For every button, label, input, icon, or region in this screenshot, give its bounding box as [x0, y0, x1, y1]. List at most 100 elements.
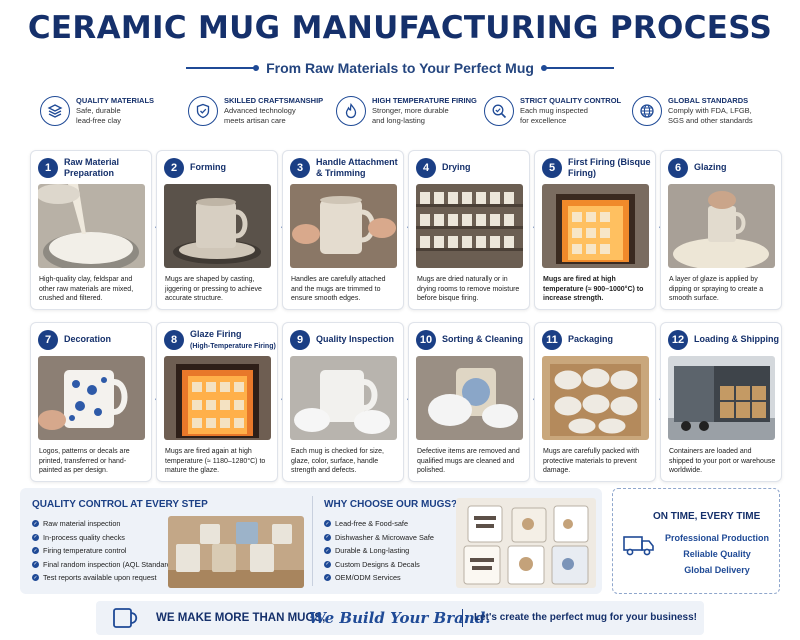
feature-desc: Each mug inspected	[520, 106, 588, 115]
check-icon: ✓	[32, 533, 39, 541]
step-card-7: 7 Decoration Logos, patterns or decals a…	[30, 322, 152, 482]
step-desc: Defective items are removed and qualifie…	[417, 448, 520, 474]
drying-image	[416, 184, 523, 268]
feature-desc: Safe, durable	[76, 106, 121, 115]
feature-desc: and long-lasting	[372, 116, 425, 125]
step-number: 1	[38, 158, 58, 178]
step-number: 3	[290, 158, 310, 178]
check-icon: ✓	[324, 520, 331, 528]
step-desc: Logos, patterns or decals are printed, t…	[39, 448, 130, 474]
magnifier-check-icon	[484, 96, 514, 126]
step-desc: A layer of glaze is applied by dipping o…	[669, 276, 764, 302]
delivery-truck-icon	[623, 533, 655, 562]
step-card-2: 2 Forming Mugs are shaped by casting, ji…	[156, 150, 278, 310]
banner-script-tagline: We Build Your Brand.	[309, 609, 491, 627]
check-icon: ✓	[32, 520, 39, 528]
step-number: 9	[290, 330, 310, 350]
packaging-image	[542, 356, 649, 440]
list-item-label: Dishwasher & Microwave Safe	[335, 532, 434, 542]
list-item: ✓ Dishwasher & Microwave Safe	[324, 531, 434, 545]
step-number: 11	[542, 330, 562, 350]
step-card-4: 4 Drying Mugs are dried naturally or in …	[408, 150, 530, 310]
list-item: ✓Final random inspection (AQL Standard)	[32, 558, 173, 572]
step-card-3: 3 Handle Attachment & Trimming Handles a…	[282, 150, 404, 310]
quality-control-list: ✓ Raw material inspection ✓ In-process qua…	[32, 517, 173, 585]
step-desc: Containers are loaded and shipped to you…	[669, 448, 776, 474]
step-desc: High-quality clay, feldspar and other ra…	[39, 276, 134, 302]
banner-call-to-action: Let's create the perfect mug for your bu…	[474, 612, 697, 623]
list-item-label: Durable & Long-lasting	[335, 546, 410, 556]
step-number: 12	[668, 330, 688, 350]
check-icon: ✓	[32, 560, 39, 568]
sorting-cleaning-image	[416, 356, 523, 440]
step-card-9: 9 Quality Inspection Each mug is checked…	[282, 322, 404, 482]
feature-title: GLOBAL STANDARDS	[668, 96, 749, 105]
quality-control-heading: QUALITY CONTROL AT EVERY STEP	[32, 499, 208, 510]
step-card-12: 12 Loading & Shipping Containers are loa…	[660, 322, 782, 482]
glaze-firing-kiln-image	[164, 356, 271, 440]
page-title: CERAMIC MUG MANUFACTURING PROCESS	[27, 10, 773, 46]
list-item: ✓Firing temperature control	[32, 544, 173, 558]
step-number: 6	[668, 158, 688, 178]
list-item-label: Custom Designs & Decals	[335, 559, 420, 569]
step-title: Glaze Firing	[190, 329, 242, 339]
step-number: 2	[164, 158, 184, 178]
quality-inspection-image	[290, 356, 397, 440]
banner-tagline: WE MAKE MORE THAN MUGS,	[156, 612, 326, 624]
globe-icon	[632, 96, 662, 126]
forming-image	[164, 184, 271, 268]
on-time-heading: ON TIME, EVERY TIME	[653, 511, 761, 522]
step-desc: Mugs are shaped by casting, jiggering or…	[165, 276, 262, 302]
step-title: Quality Inspection	[316, 334, 395, 344]
feature-desc: Advanced technology	[224, 106, 296, 115]
list-item: ✓ In-process quality checks	[32, 531, 173, 545]
step-title: Handle Attachment & Trimming	[316, 157, 398, 178]
step-title: Glazing	[694, 162, 727, 172]
step-number: 4	[416, 158, 436, 178]
panel-divider	[312, 496, 313, 586]
list-item-label: Raw material inspection	[43, 519, 121, 529]
decoration-image	[38, 356, 145, 440]
check-icon: ✓	[324, 533, 331, 541]
step-desc: Mugs are dried naturally or in drying ro…	[417, 276, 520, 302]
step-title: Forming	[190, 162, 226, 172]
list-item-label: Lead-free & Food-safe	[335, 519, 409, 529]
list-item-label: Test reports available upon request	[43, 573, 157, 583]
feature-desc: Comply with FDA, LFGB,	[668, 106, 752, 115]
step-title: First Firing (Bisque Firing)	[568, 157, 651, 178]
step-desc: Handles are carefully attached and the m…	[291, 276, 386, 302]
feature-desc: SGS and other standards	[668, 116, 753, 125]
bisque-firing-kiln-image	[542, 184, 649, 268]
shield-check-icon	[188, 96, 218, 126]
feature-title: HIGH TEMPERATURE FIRING	[372, 96, 477, 105]
step-card-6: 6 Glazing A layer of glaze is applied by…	[660, 150, 782, 310]
step-desc: Mugs are carefully packed with protectiv…	[543, 448, 640, 474]
check-icon: ✓	[324, 560, 331, 568]
check-icon: ✓	[324, 574, 331, 582]
check-icon: ✓	[324, 547, 331, 555]
list-item: ✓ Custom Designs & Decals	[324, 558, 434, 572]
step-title: Loading & Shipping	[694, 334, 779, 344]
list-item-label: In-process quality checks	[43, 532, 125, 542]
check-icon: ✓	[32, 574, 39, 582]
step-card-11: 11 Packaging Mugs are carefully packed w…	[534, 322, 656, 482]
loading-shipping-image	[668, 356, 775, 440]
on-time-line: Reliable Quality	[683, 549, 751, 559]
why-choose-heading: WHY CHOOSE OUR MUGS?	[324, 499, 458, 510]
step-desc: Mugs are fired again at high temperature…	[165, 448, 266, 474]
step-card-5: 5 First Firing (Bisque Firing) Mugs are …	[534, 150, 656, 310]
page-subtitle: From Raw Materials to Your Perfect Mug	[266, 60, 534, 76]
feature-title: QUALITY MATERIALS	[76, 96, 155, 105]
raw-material-image	[38, 184, 145, 268]
list-item: ✓OEM/ODM Services	[324, 571, 434, 585]
list-item: ✓ Test reports available upon request	[32, 571, 173, 585]
feature-desc: for excellence	[520, 116, 567, 125]
step-title: Raw Material Preparation	[64, 157, 120, 178]
step-title: Decoration	[64, 334, 112, 344]
list-item: ✓ Raw material inspection	[32, 517, 173, 531]
step-card-1: 1 Raw Material Preparation High-quality …	[30, 150, 152, 310]
